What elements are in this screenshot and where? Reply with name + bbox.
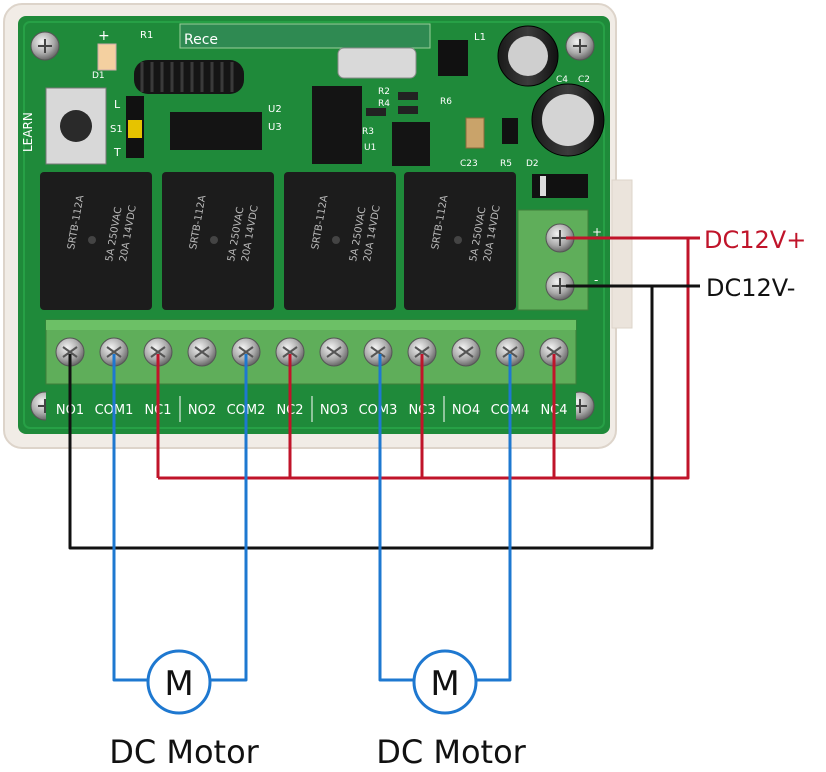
terminal-screw-slot [194,346,210,358]
label-c4: C4 [556,75,568,85]
terminal-screw-slot [370,346,386,358]
terminal-screws [55,337,569,367]
receiver-module [179,23,431,49]
label-r5: R5 [500,159,512,169]
label-r4: R4 [378,99,390,109]
label-l1: L1 [474,32,486,43]
terminal-label: NO3 [320,403,348,418]
label-u3: U3 [268,122,282,133]
jumper-cap [128,120,142,138]
label-r1: R1 [140,30,153,41]
ic-main [312,86,362,164]
power-plus-sign: + [592,225,602,239]
top-components: LEARN L S1 T R1 D1 + Rece L1 U2 U3 U1 [21,23,605,198]
label-r6: R6 [440,97,452,107]
relay-2: SRTB-112A 5A 250VAC 20A 14VDC [162,172,274,310]
terminal-screw-slot [414,346,430,358]
motor-2: M DC Motor [376,649,527,771]
motor-1-symbol: M [164,664,193,704]
power-terminal-block: + - [517,209,602,311]
enclosure-side-tab [611,179,633,329]
plus-marker: + [98,28,110,44]
power-minus-sign: - [594,273,598,287]
terminal-label: COM3 [359,403,398,418]
learn-label: LEARN [21,112,35,152]
terminal-screw-slot [458,346,474,358]
relay-3: SRTB-112A 5A 250VAC 20A 14VDC [284,172,396,310]
wire-motor-1-a [112,354,148,682]
relay-4: SRTB-112A 5A 250VAC 20A 14VDC [404,172,516,310]
receiver-label: Rece [184,32,218,48]
wiring [68,236,700,682]
regulator [438,40,468,76]
learn-button-cap [60,110,92,142]
dc12v-negative-label: DC12V- [706,274,795,302]
motor-1-symbol-ring [146,649,212,715]
terminal-screw-slot [282,346,298,358]
terminal-screw-slot [150,346,166,358]
motor-1: M DC Motor [109,649,260,771]
relays: SRTB-112A 5A 250VAC 20A 14VDC SRTB-112A … [40,172,516,310]
switch-label-s1: S1 [110,124,123,135]
label-c2: C2 [578,75,590,85]
label-c23: C23 [460,159,478,169]
switch-label-l: L [114,98,121,111]
relay-1: SRTB-112A 5A 250VAC 20A 14VDC [40,172,152,310]
terminal-screw-slot [106,346,122,358]
crystal [337,47,417,79]
label-r2: R2 [378,87,390,97]
wire-negative-bus [68,286,654,550]
wire-motor-2-a [378,354,414,682]
terminal-screw-slot [62,346,78,358]
label-u1: U1 [364,143,376,153]
terminal-label: NO2 [188,403,216,418]
ic-u1 [392,122,430,166]
terminal-screw-slot [546,346,562,358]
switch-label-t: T [113,146,121,159]
wire-motor-2-b [476,354,512,682]
label-d2: D2 [526,159,539,169]
motor-2-symbol: M [430,664,459,704]
motor-1-caption: DC Motor [109,733,259,771]
led-d1 [97,43,117,71]
wire-motor-1-b [210,354,248,682]
terminal-screw-slot [502,346,518,358]
terminal-label: NO4 [452,403,480,418]
pcb-inner-shade [23,21,605,429]
dc12v-positive-label: DC12V+ [704,226,806,254]
ic-u2 [170,112,262,150]
label-r3: R3 [362,127,374,137]
terminal-screw-slot [238,346,254,358]
motor-2-symbol-ring [412,649,478,715]
terminal-screw-slot [326,346,342,358]
label-d1: D1 [92,71,105,81]
motor-2-caption: DC Motor [376,733,526,771]
antenna-coil [134,60,244,94]
label-u2: U2 [268,104,282,115]
